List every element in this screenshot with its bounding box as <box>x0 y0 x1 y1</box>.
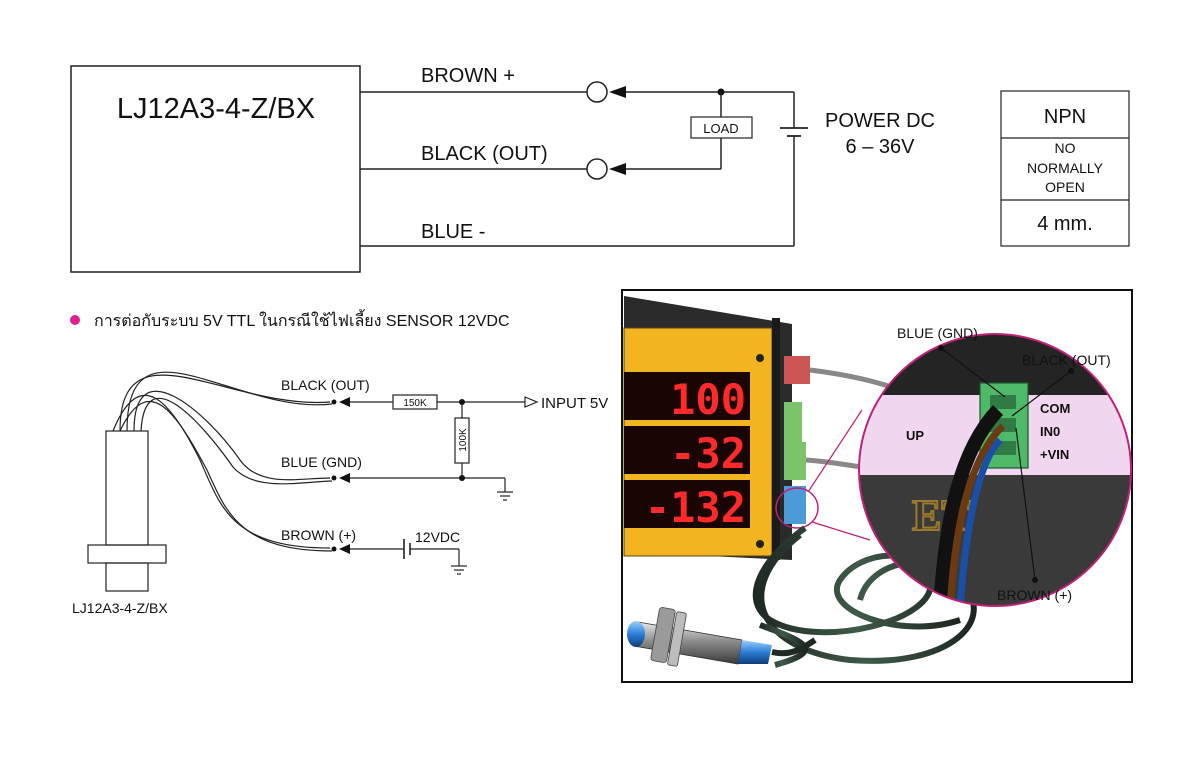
callout-brown: BROWN (+) <box>997 587 1072 603</box>
brown-terminal <box>586 81 608 103</box>
input-label: INPUT 5V <box>541 395 608 412</box>
sensor-tip <box>105 562 149 592</box>
ground-symbol <box>497 491 513 501</box>
display-value-2: -32 <box>670 429 746 478</box>
cable-black <box>119 374 331 432</box>
black-terminal <box>586 158 608 180</box>
resistor-100k-label: 100K <box>458 428 469 452</box>
spec-mode-line1: NO <box>1055 140 1076 156</box>
terminal-in0: IN0 <box>1040 424 1060 439</box>
load-label: LOAD <box>703 121 738 136</box>
product-photo: 100 -32 -132 <box>621 289 1133 683</box>
spec-distance: 4 mm. <box>1037 213 1093 235</box>
spec-mode-line2: NORMALLY <box>1027 160 1104 176</box>
bullet-text: การต่อกับระบบ 5V TTL ในกรณีใช้ไฟเลี้ยง S… <box>94 309 510 330</box>
callout-blue-gnd: BLUE (GND) <box>897 325 978 341</box>
input-arrow <box>524 396 539 408</box>
cable-blue <box>133 390 331 481</box>
display-value-3: -132 <box>645 483 746 532</box>
black-wire-label: BLACK (OUT) <box>421 143 548 165</box>
sensor-photo <box>627 607 817 667</box>
supply-label: 12VDC <box>415 529 460 545</box>
resistor-150k-label: 150K <box>403 398 427 409</box>
cable-brown <box>112 394 331 549</box>
blue-wire-label: BLUE - <box>421 221 485 243</box>
spec-mode-line3: OPEN <box>1045 179 1085 195</box>
terminal-up: UP <box>906 428 924 443</box>
spec-type: NPN <box>1044 106 1086 128</box>
terminal-com: COM <box>1040 401 1070 416</box>
power-label-line1: POWER DC <box>825 110 935 132</box>
zoom-source-circle <box>775 487 819 529</box>
top-schematic: LJ12A3-4-Z/BX BROWN + BLACK (OUT) LOAD B… <box>70 65 935 273</box>
sensor-body <box>105 430 149 546</box>
bullet-dot <box>70 315 80 325</box>
sensor-model-label: LJ12A3-4-Z/BX <box>117 93 315 125</box>
callout-black-out: BLACK (OUT) <box>1022 352 1111 368</box>
black-arrowhead <box>609 163 626 175</box>
ttl-circuit: LJ12A3-4-Z/BX BLACK (OUT) 150K INPUT 5V … <box>72 371 608 616</box>
brown-arrowhead <box>609 86 626 98</box>
sensor-nut <box>87 544 167 564</box>
display-value-1: 100 <box>670 375 746 424</box>
brown-wire-label: BROWN + <box>421 65 515 87</box>
supply-ground-symbol <box>451 565 467 575</box>
power-label-line2: 6 – 36V <box>846 136 916 158</box>
ttl-black-label: BLACK (OUT) <box>281 377 370 393</box>
terminal-vin: +VIN <box>1040 447 1069 462</box>
ttl-brown-label: BROWN (+) <box>281 527 356 543</box>
sensor-caption: LJ12A3-4-Z/BX <box>72 600 168 616</box>
spec-box: NPN NO NORMALLY OPEN 4 mm. <box>1000 90 1130 247</box>
ttl-blue-label: BLUE (GND) <box>281 454 362 470</box>
